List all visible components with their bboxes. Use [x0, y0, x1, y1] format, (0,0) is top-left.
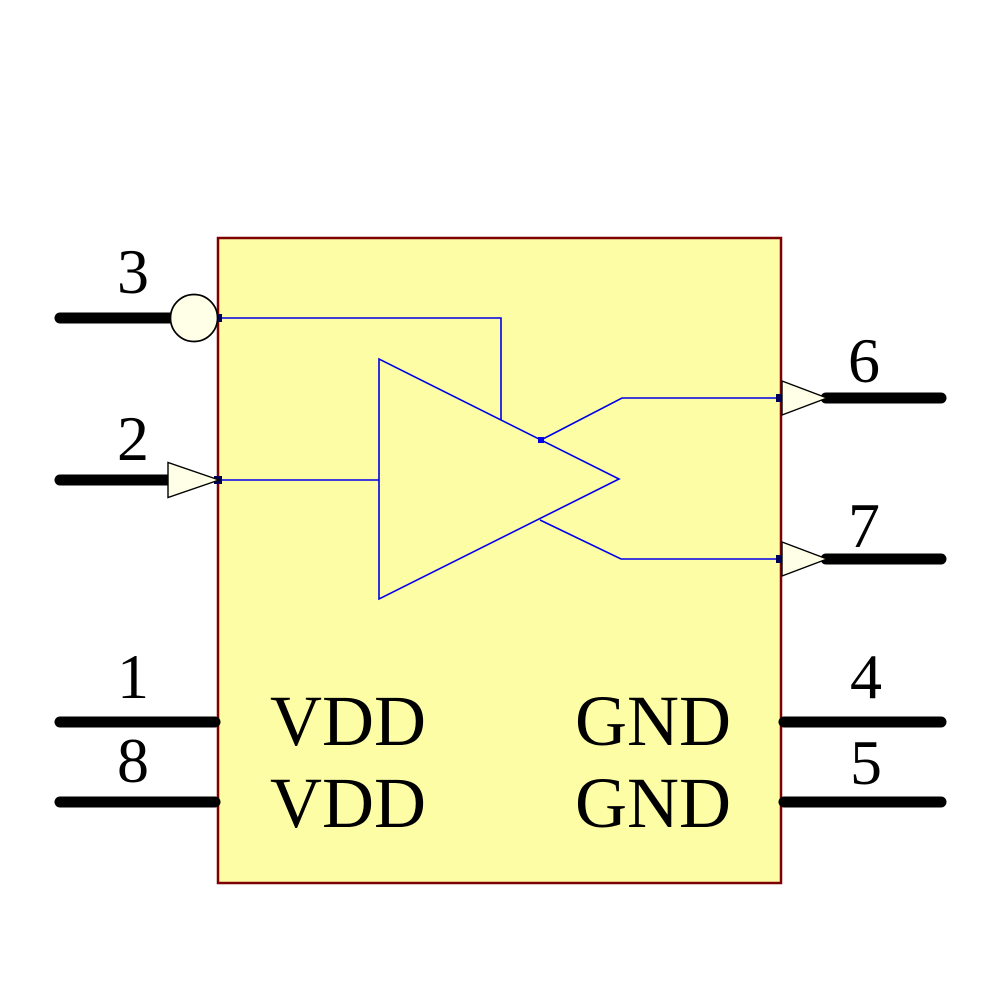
wire-junction-dot	[538, 437, 544, 443]
power-label-vdd-row1: VDD	[270, 681, 426, 761]
pin-6-number: 6	[848, 325, 880, 396]
wire-pin3-to-triangle	[219, 317, 502, 420]
pin-leads	[54, 312, 947, 808]
buffer-triangle	[378, 357, 621, 601]
pin-4-number: 4	[850, 641, 882, 712]
pin-numbers: 3 2 1 8 6 7 4 5	[117, 236, 882, 798]
pin-7-output-arrow-icon	[781, 540, 829, 578]
pin-7-hotspot-dot	[776, 555, 784, 563]
pin-8-number: 8	[117, 725, 149, 796]
component-body[interactable]	[216, 236, 783, 885]
wire-triangle-to-pin6	[540, 397, 780, 441]
internal-wires	[219, 317, 780, 560]
power-label-vdd-row2: VDD	[270, 763, 426, 843]
pin-6-hotspot-dot	[776, 394, 784, 402]
pin-5-number: 5	[850, 727, 882, 798]
power-labels: VDD VDD GND GND	[270, 681, 731, 843]
pin-1-number: 1	[117, 641, 149, 712]
pin-3-inversion-bubble-icon	[169, 293, 219, 343]
power-label-gnd-row2: GND	[575, 763, 731, 843]
power-label-gnd-row1: GND	[575, 681, 731, 761]
pin-2-input-arrow-icon	[167, 461, 222, 499]
pin-7-number: 7	[848, 490, 880, 561]
pin-6-output-arrow-icon	[781, 379, 829, 417]
pin-3-number: 3	[117, 236, 149, 307]
wire-triangle-to-pin7	[539, 519, 780, 560]
pin-2-number: 2	[117, 403, 149, 474]
